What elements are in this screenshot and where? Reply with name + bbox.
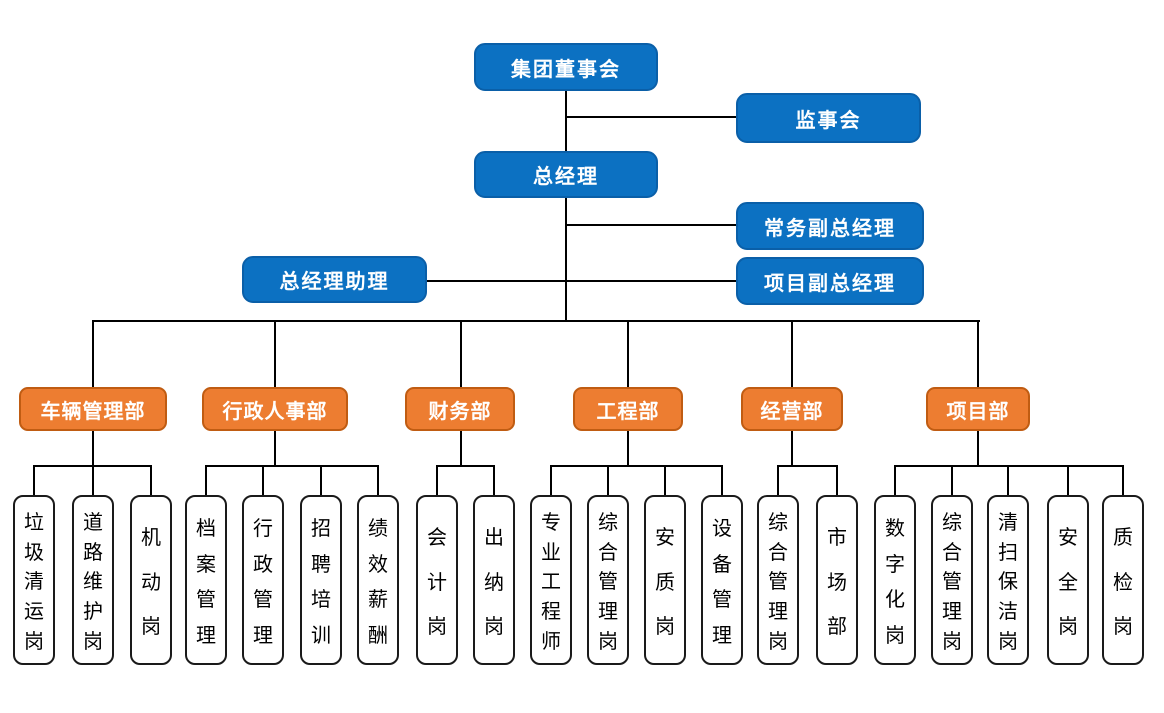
connector-child-drop [262,466,264,495]
connector-sub-bus [777,465,838,467]
position-box: 清扫保洁岗 [987,495,1029,665]
connector-sub-bus [550,465,723,467]
position-box: 质检岗 [1102,495,1144,665]
connector-child-drop [92,466,94,495]
connector-child-drop [205,466,207,495]
board-of-directors-box: 集团董事会 [474,43,658,91]
connector-subbus-drop [977,431,979,466]
project-deputy-gm-box: 项目副总经理 [736,257,924,305]
position-box: 安全岗 [1047,495,1089,665]
position-box: 综合管理岗 [757,495,799,665]
connector-child-drop [951,466,953,495]
executive-deputy-gm-box: 常务副总经理 [736,202,924,250]
position-box: 数字化岗 [874,495,916,665]
department-box-operations: 经营部 [741,387,843,431]
connector-supervisory [566,116,736,118]
department-box-vehicle: 车辆管理部 [19,387,167,431]
connector-child-drop [550,466,552,495]
connector-dept-drop [627,321,629,387]
connector-child-drop [836,466,838,495]
connector-main-bus [92,320,980,322]
connector-child-drop [377,466,379,495]
connector-child-drop [320,466,322,495]
position-box: 招聘培训 [300,495,342,665]
connector-sub-bus [894,465,1124,467]
connector-dept-drop [460,321,462,387]
connector-sub-bus [436,465,495,467]
connector-child-drop [721,466,723,495]
connector-dept-drop [274,321,276,387]
connector-assistant-project-deputy [427,280,736,282]
position-box: 行政管理 [242,495,284,665]
position-box: 市场部 [816,495,858,665]
department-box-engineering: 工程部 [573,387,683,431]
supervisory-board-box: 监事会 [736,93,921,143]
connector-child-drop [33,466,35,495]
connector-child-drop [607,466,609,495]
position-box: 会计岗 [416,495,458,665]
connector-child-drop [1067,466,1069,495]
connector-child-drop [436,466,438,495]
position-box: 安质岗 [644,495,686,665]
connector-subbus-drop [92,431,94,466]
connector-dept-drop [791,321,793,387]
connector-child-drop [664,466,666,495]
general-manager-box: 总经理 [474,151,658,198]
position-box: 道路维护岗 [72,495,114,665]
connector-dept-drop [977,321,979,387]
position-box: 机动岗 [130,495,172,665]
connector-child-drop [777,466,779,495]
connector-child-drop [1122,466,1124,495]
gm-assistant-box: 总经理助理 [242,256,427,303]
department-box-finance: 财务部 [405,387,515,431]
position-box: 绩效薪酬 [357,495,399,665]
position-box: 档案管理 [185,495,227,665]
connector-child-drop [150,466,152,495]
connector-child-drop [493,466,495,495]
connector-subbus-drop [791,431,793,466]
department-box-admin-hr: 行政人事部 [202,387,348,431]
connector-sub-bus [205,465,379,467]
position-box: 垃圾清运岗 [13,495,55,665]
connector-dept-drop [92,321,94,387]
connector-subbus-drop [627,431,629,466]
position-box: 综合管理岗 [931,495,973,665]
connector-child-drop [1007,466,1009,495]
connector-trunk [565,91,567,321]
connector-exec-deputy [566,224,736,226]
connector-child-drop [894,466,896,495]
position-box: 出纳岗 [473,495,515,665]
position-box: 设备管理 [701,495,743,665]
connector-subbus-drop [460,431,462,466]
department-box-project: 项目部 [926,387,1030,431]
position-box: 综合管理岗 [587,495,629,665]
position-box: 专业工程师 [530,495,572,665]
connector-subbus-drop [274,431,276,466]
